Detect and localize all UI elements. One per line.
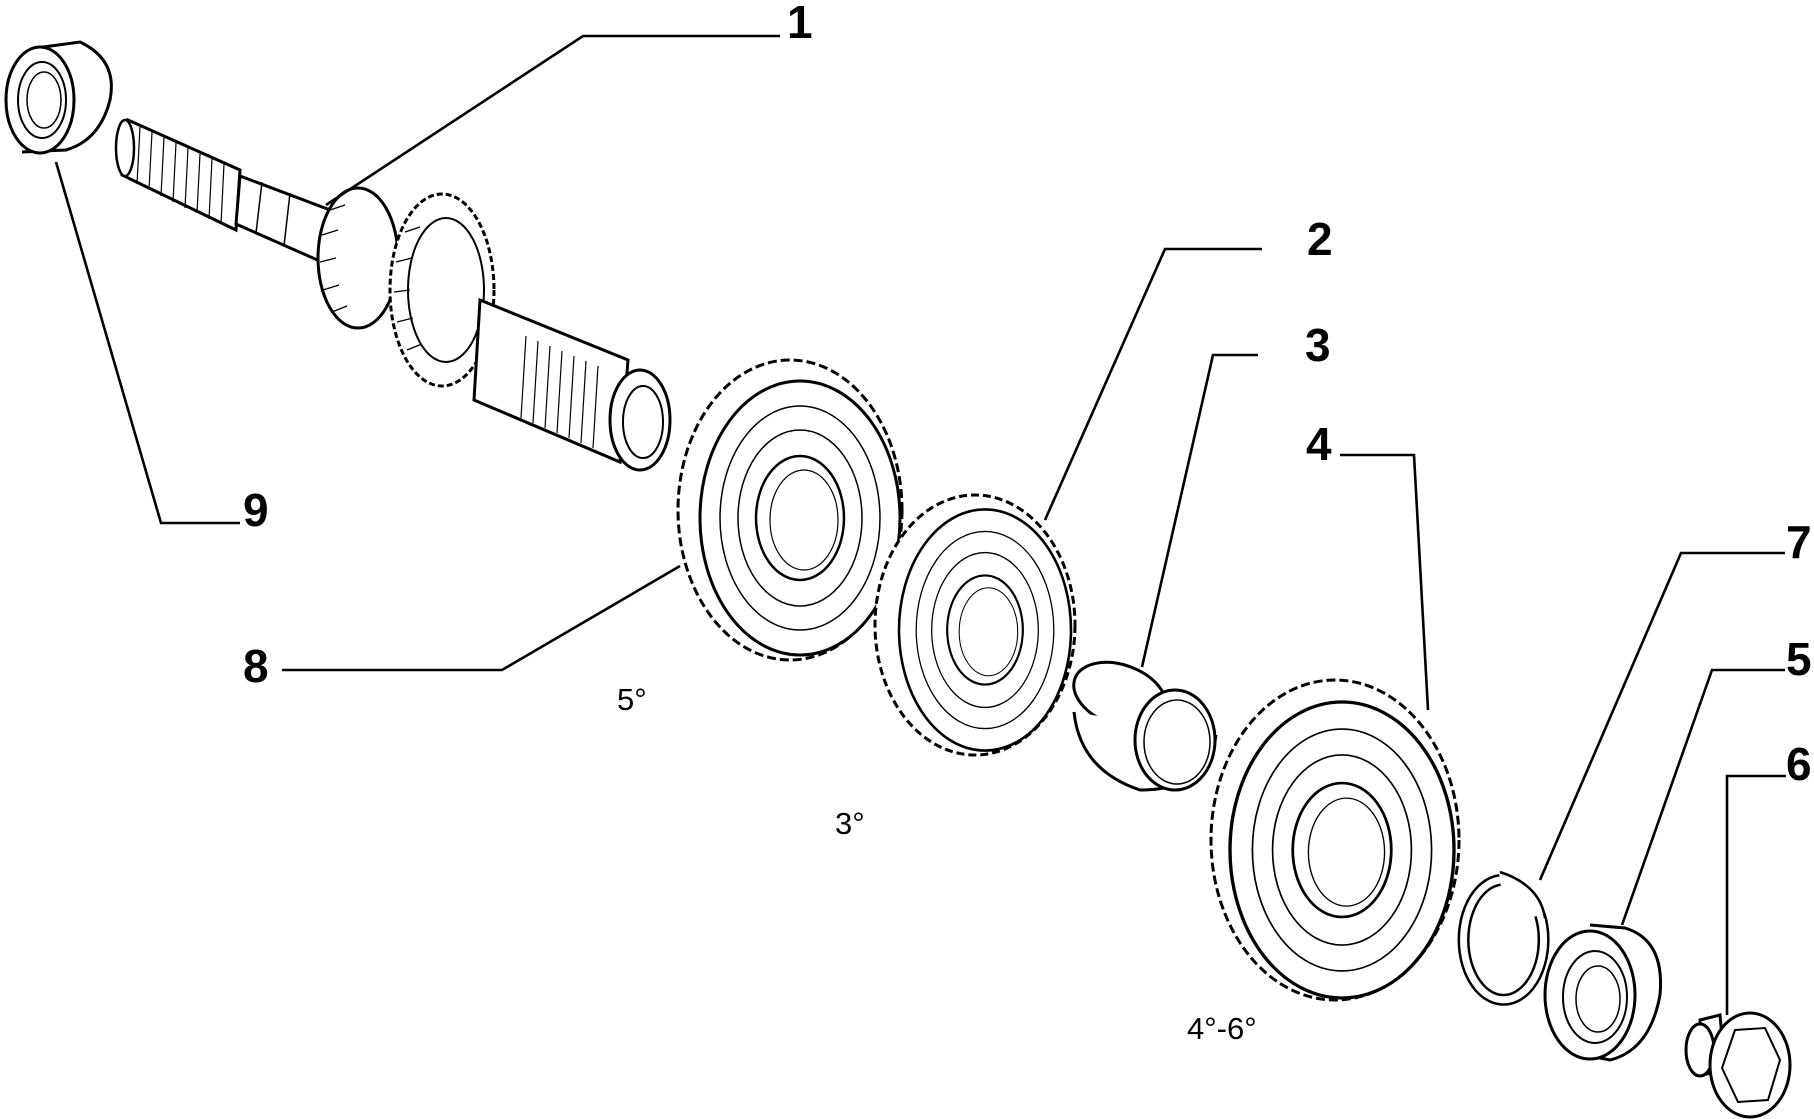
gear-label-fifth: 5° bbox=[617, 682, 647, 717]
gear-label-fourth-sixth: 4°-6° bbox=[1187, 1011, 1257, 1046]
callout-5: 5 bbox=[1786, 633, 1812, 685]
part-5-bearing bbox=[1545, 925, 1661, 1060]
leader-2 bbox=[1043, 247, 1262, 521]
leader-4 bbox=[1340, 453, 1430, 711]
part-4-fourth-sixth-gear bbox=[1211, 680, 1459, 1000]
callout-8: 8 bbox=[243, 640, 269, 692]
callout-6: 6 bbox=[1786, 738, 1812, 790]
callout-9: 9 bbox=[243, 484, 269, 536]
gear-label-third: 3° bbox=[835, 806, 865, 841]
leader-lines bbox=[54, 34, 1786, 1015]
leader-9 bbox=[54, 161, 240, 525]
part-7-snap-ring bbox=[1464, 872, 1545, 1000]
callout-3: 3 bbox=[1305, 319, 1331, 371]
leader-6 bbox=[1725, 774, 1786, 1015]
callout-4: 4 bbox=[1306, 418, 1332, 470]
part-2-third-gear bbox=[875, 495, 1075, 755]
part-3-bushing bbox=[1065, 660, 1216, 790]
callout-1: 1 bbox=[787, 0, 813, 48]
leader-1 bbox=[325, 34, 780, 207]
leader-7 bbox=[1538, 551, 1785, 881]
part-6-bolt bbox=[1686, 1013, 1790, 1117]
callout-7: 7 bbox=[1786, 516, 1812, 568]
leader-3 bbox=[1140, 353, 1258, 668]
leader-5 bbox=[1620, 668, 1785, 926]
leader-8 bbox=[282, 564, 681, 672]
part-9-bearing bbox=[6, 42, 111, 153]
part-8-fifth-gear bbox=[678, 360, 902, 660]
gear-ratio-labels: 5° 3° 4°-6° bbox=[617, 682, 1257, 1046]
callout-2: 2 bbox=[1307, 213, 1333, 265]
callout-numbers: 1 2 3 4 5 6 7 8 9 bbox=[243, 0, 1812, 790]
part-1-main-shaft bbox=[116, 120, 670, 470]
